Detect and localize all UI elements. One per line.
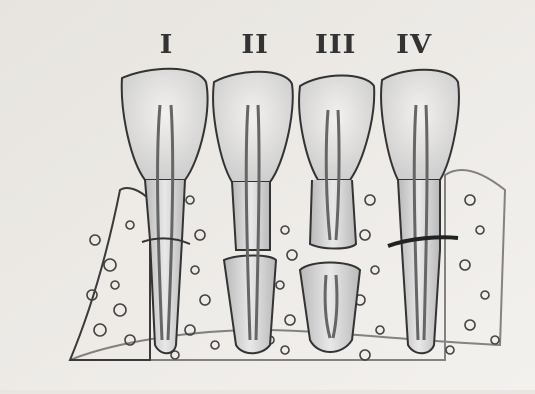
label-iv: IV xyxy=(396,30,432,60)
label-ii: II xyxy=(241,30,269,60)
label-iii: III xyxy=(315,30,356,60)
label-i: I xyxy=(160,30,174,60)
